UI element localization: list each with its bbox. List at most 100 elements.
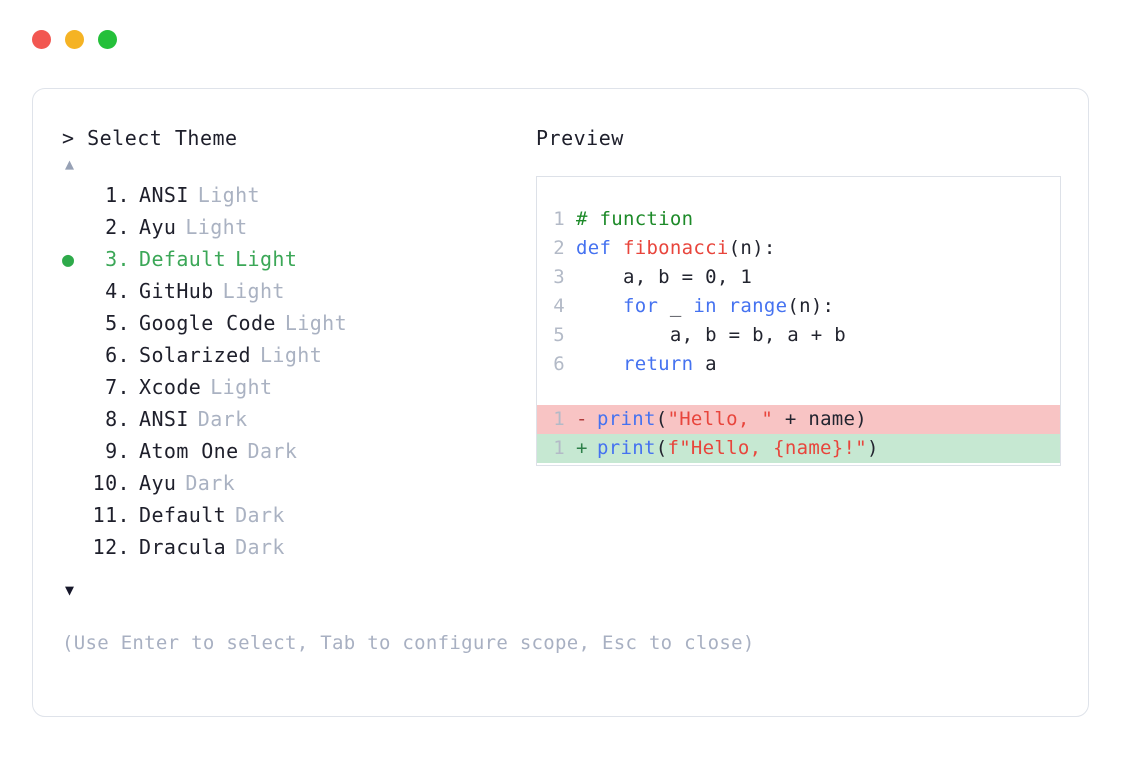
diff-sign: + (576, 437, 588, 459)
theme-item-variant: Dark (185, 471, 236, 495)
line-number: 3 (553, 266, 565, 288)
code-token: f"Hello, {name}!" (667, 437, 868, 459)
theme-list-item[interactable]: 8. ANSI Dark (62, 403, 532, 435)
theme-item-variant: Dark (197, 407, 248, 431)
theme-item-name: Ayu (139, 471, 177, 495)
theme-item-name: ANSI (139, 183, 189, 207)
theme-list-item[interactable]: 9. Atom One Dark (62, 435, 532, 467)
theme-item-variant: Light (259, 343, 323, 367)
code-token: a, b = b, a + b (576, 324, 846, 346)
theme-item-name: Default (139, 503, 227, 527)
line-number: 1 (553, 408, 565, 430)
theme-item-name: Dracula (139, 535, 227, 559)
code-token: ) (867, 437, 879, 459)
code-line-text: return a (565, 350, 717, 379)
page-title: > Select Theme (62, 123, 532, 153)
code-token (576, 353, 623, 375)
code-token: fibonacci (622, 237, 729, 259)
code-line-text: print(f"Hello, {name}!") (587, 434, 879, 463)
theme-item-index: 2. (105, 215, 130, 239)
scroll-down-icon[interactable]: ▼ (65, 581, 75, 599)
theme-item-index: 5. (105, 311, 130, 335)
theme-item-name: ANSI (139, 407, 189, 431)
code-line: 4 for _ in range(n): (537, 292, 1060, 321)
code-token: range (728, 295, 788, 317)
keyboard-hint: (Use Enter to select, Tab to configure s… (62, 632, 755, 654)
code-token: _ (658, 295, 694, 317)
theme-item-name: Solarized (139, 343, 251, 367)
theme-item-name: Ayu (139, 215, 177, 239)
theme-list-item[interactable]: 11. Default Dark (62, 499, 532, 531)
code-line: 3 a, b = 0, 1 (537, 263, 1060, 292)
code-token: in (693, 295, 717, 317)
theme-item-index: 3. (105, 247, 130, 271)
theme-item-name: Atom One (139, 439, 239, 463)
line-number: 1 (553, 437, 565, 459)
code-diff-separator (537, 379, 1060, 405)
code-token: a, b = 0, 1 (576, 266, 753, 288)
theme-list-item[interactable]: 5. Google Code Light (62, 307, 532, 339)
theme-list-item[interactable]: 12. Dracula Dark (62, 531, 532, 563)
line-number: 5 (553, 324, 565, 346)
code-token: ( (655, 437, 668, 459)
close-window-button[interactable] (32, 30, 51, 49)
theme-item-index: 1. (105, 183, 130, 207)
minimize-window-button[interactable] (65, 30, 84, 49)
theme-list-item[interactable]: ● 3. Default Light (62, 243, 532, 275)
theme-item-variant: Dark (235, 535, 285, 559)
maximize-window-button[interactable] (98, 30, 117, 49)
code-line-text: def fibonacci(n): (565, 234, 776, 263)
theme-item-variant: Dark (247, 439, 298, 463)
code-token: (n): (728, 237, 776, 259)
theme-item-variant: Light (284, 311, 348, 335)
line-number: 4 (553, 295, 565, 317)
window-traffic-lights (32, 30, 117, 49)
code-line: 1# function (537, 205, 1060, 234)
theme-item-variant: Light (235, 247, 298, 271)
code-token: ( (655, 408, 668, 430)
theme-item-name: Default (139, 247, 227, 271)
code-token: # function (576, 208, 694, 230)
theme-item-variant: Light (222, 279, 285, 303)
theme-item-index: 12. (92, 535, 130, 559)
line-number: 6 (553, 353, 565, 375)
code-line-text: a, b = b, a + b (565, 321, 846, 350)
diff-sign: - (576, 408, 588, 430)
code-line-text: a, b = 0, 1 (565, 263, 752, 292)
theme-item-name: GitHub (139, 279, 214, 303)
theme-item-variant: Dark (235, 503, 285, 527)
code-token: "Hello, " (667, 408, 774, 430)
theme-item-index: 8. (105, 407, 130, 431)
selected-bullet-icon: ● (62, 247, 75, 271)
code-line: 6 return a (537, 350, 1060, 379)
code-token: print (597, 408, 656, 430)
theme-list-item[interactable]: 2. Ayu Light (62, 211, 532, 243)
theme-item-index: 9. (105, 439, 130, 463)
theme-item-index: 11. (92, 503, 130, 527)
code-line-text: print("Hello, " + name) (587, 405, 867, 434)
code-token: a (693, 353, 717, 375)
diff-added-line: 1 +print(f"Hello, {name}!") (537, 434, 1060, 463)
code-token (576, 295, 623, 317)
theme-item-name: Google Code (139, 311, 276, 335)
theme-list-item[interactable]: 10. Ayu Dark (62, 467, 532, 499)
code-token: (n): (787, 295, 835, 317)
code-token: return (622, 353, 694, 375)
theme-item-index: 10. (92, 471, 130, 495)
theme-item-variant: Light (185, 215, 248, 239)
preview-label: Preview (536, 126, 624, 150)
scroll-up-icon[interactable]: ▲ (65, 155, 75, 173)
code-token: for (622, 295, 659, 317)
prompt-symbol: > (62, 126, 75, 150)
